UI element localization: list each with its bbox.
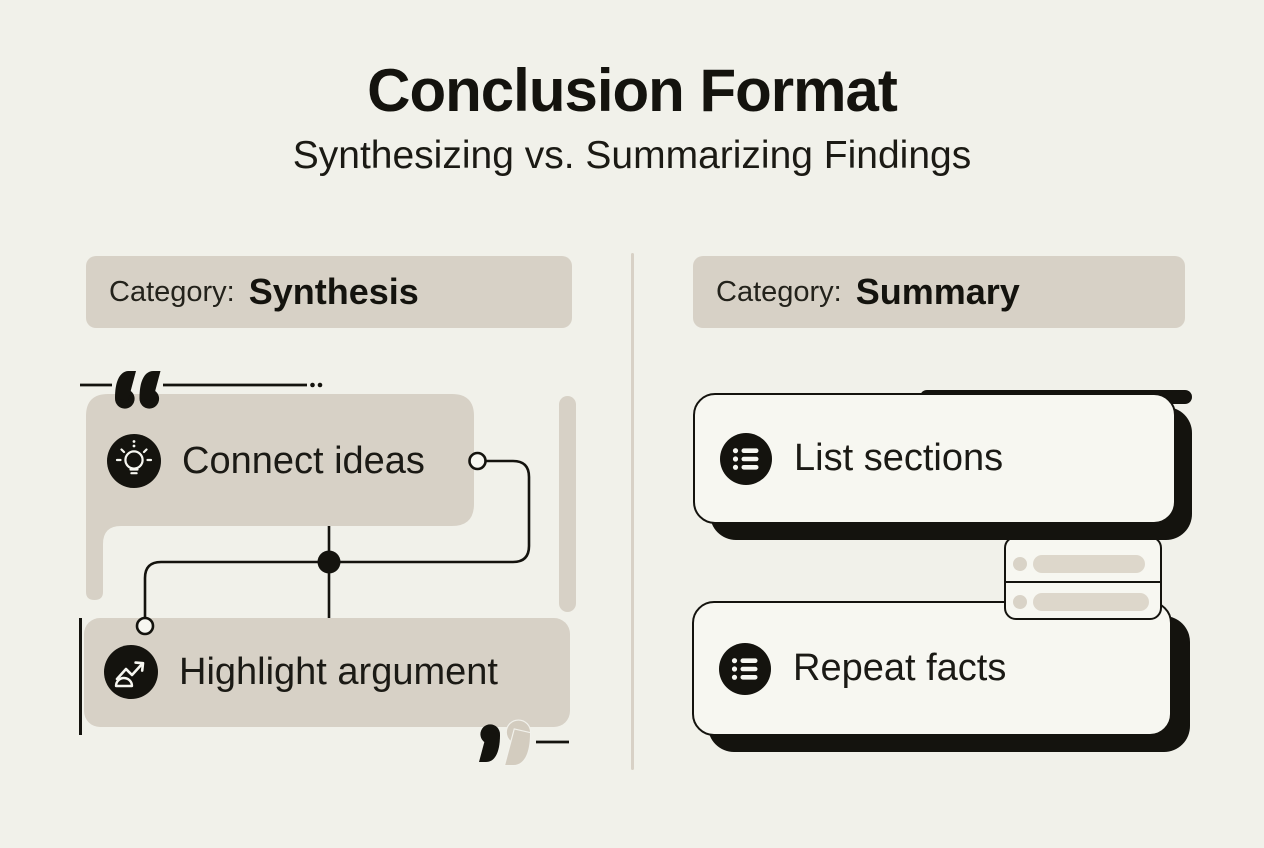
highlight-argument-card-shape (84, 618, 570, 727)
list-rows-panel (1004, 536, 1162, 620)
open-quote-icon (115, 371, 161, 409)
connect-ideas-card-shape (86, 394, 474, 600)
summary-category-box: Category: Summary (693, 256, 1185, 328)
panel-bullet-dot (1013, 557, 1027, 571)
left-accent-line (79, 618, 82, 735)
list-sections-card: List sections (693, 393, 1176, 524)
bulleted-list-icon (719, 642, 771, 695)
category-label: Category: (716, 275, 842, 308)
synthesis-category-box: Category: Synthesis (86, 256, 572, 328)
panel-bullet-dot (1013, 595, 1027, 609)
top-rule-dot (310, 382, 315, 388)
trend-up-icon (104, 645, 158, 699)
repeat-facts-item: Repeat facts (718, 642, 1006, 696)
category-label: Category: (109, 275, 235, 308)
item-label: Repeat facts (793, 647, 1007, 689)
category-value-summary: Summary (855, 271, 1020, 312)
close-quote-icon (479, 719, 532, 767)
column-divider (631, 253, 634, 770)
list-sections-item: List sections (719, 432, 1003, 486)
connector-line (143, 459, 531, 618)
panel-text-bar (1033, 555, 1145, 573)
connector-node (317, 550, 341, 574)
repeat-facts-card: Repeat facts (692, 601, 1172, 736)
connector-port (468, 451, 487, 471)
category-value-synthesis: Synthesis (248, 271, 419, 312)
panel-text-bar (1033, 593, 1149, 611)
item-label: Highlight argument (179, 650, 498, 693)
page-title: Conclusion Format (367, 57, 898, 124)
item-label: Connect ideas (182, 439, 425, 482)
connect-ideas-item: Connect ideas (107, 434, 425, 488)
lightbulb-icon (107, 434, 161, 488)
item-label: List sections (794, 437, 1004, 479)
page-subtitle: Synthesizing vs. Summarizing Findings (292, 134, 972, 177)
connector-port (135, 616, 155, 636)
top-rule-dot (317, 382, 323, 388)
bulleted-list-icon (720, 432, 772, 485)
highlight-argument-item: Highlight argument (104, 645, 498, 699)
panel-divider (1006, 581, 1160, 583)
right-accent-bar (559, 396, 576, 612)
